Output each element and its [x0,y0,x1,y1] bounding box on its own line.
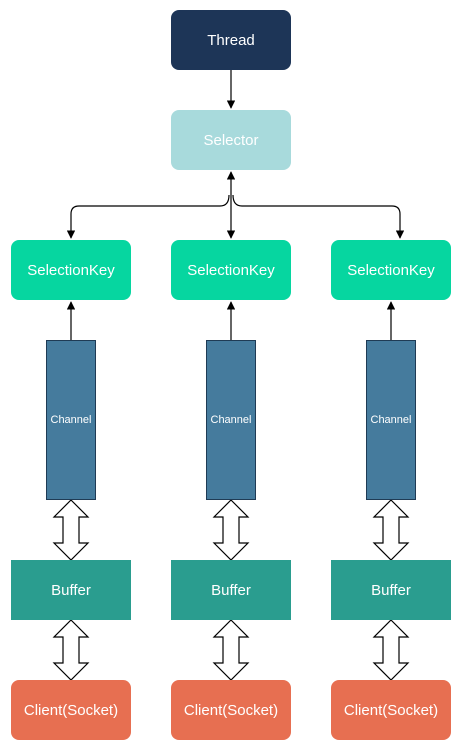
thread-node: Thread [171,10,291,70]
selection-key-node-1: SelectionKey [11,240,131,300]
selection-key-label: SelectionKey [27,261,115,279]
channel-buffer-double-arrow-1 [52,499,90,561]
buffer-label: Buffer [211,581,251,599]
selector-to-key-left-arrow [66,194,230,239]
buffer-client-double-arrow-3 [372,619,410,681]
client-node-1: Client(Socket) [11,680,131,740]
client-node-2: Client(Socket) [171,680,291,740]
buffer-node-1: Buffer [11,560,131,620]
buffer-node-2: Buffer [171,560,291,620]
channel-label: Channel [370,414,412,426]
selection-key-node-2: SelectionKey [171,240,291,300]
channel-label: Channel [50,414,92,426]
selector-label: Selector [203,131,259,149]
channel-node-1: Channel [46,340,96,500]
channel-node-3: Channel [366,340,416,500]
client-label: Client(Socket) [183,701,279,719]
channel-label: Channel [210,414,252,426]
selector-node: Selector [171,110,291,170]
client-label: Client(Socket) [343,701,439,719]
client-label: Client(Socket) [23,701,119,719]
thread-label: Thread [207,31,255,49]
buffer-client-double-arrow-2 [212,619,250,681]
buffer-client-double-arrow-1 [52,619,90,681]
selection-key-label: SelectionKey [347,261,435,279]
selection-key-label: SelectionKey [187,261,275,279]
channel-buffer-double-arrow-2 [212,499,250,561]
selector-to-key-right-arrow [232,194,405,239]
channel-buffer-double-arrow-3 [372,499,410,561]
buffer-label: Buffer [51,581,91,599]
buffer-node-3: Buffer [331,560,451,620]
client-node-3: Client(Socket) [331,680,451,740]
channel-node-2: Channel [206,340,256,500]
buffer-label: Buffer [371,581,411,599]
selection-key-node-3: SelectionKey [331,240,451,300]
